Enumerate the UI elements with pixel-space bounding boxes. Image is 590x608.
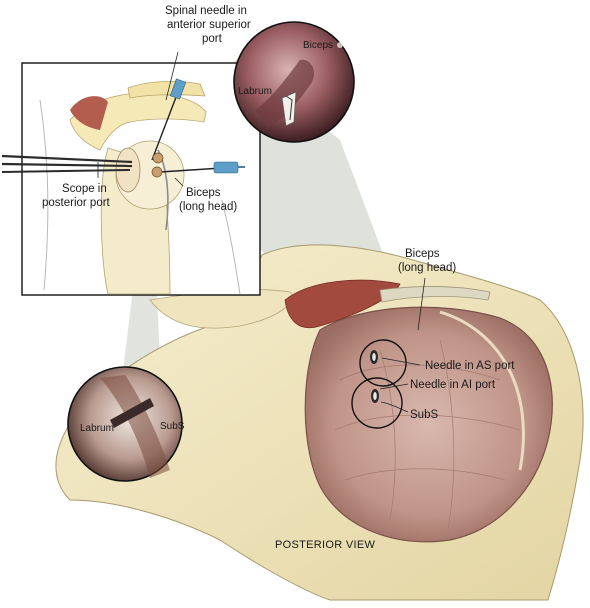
label-scope-port: Scope in posterior port [42, 183, 111, 209]
leader-subs [380, 401, 409, 413]
ai-needle-marker [371, 389, 379, 403]
label-needle-ai: Needle in AI port [410, 379, 496, 391]
label-needle-as: Needle in AS port [425, 360, 515, 372]
top-view-labrum-label: Labrum [238, 86, 272, 97]
biceps-tendon [379, 286, 491, 303]
label-spinal-needle: Spinal needle in anterior superior port [165, 5, 254, 45]
view-caption: POSTERIOR VIEW [275, 539, 375, 551]
spinal-needle-ai [159, 161, 245, 174]
label-subs-main: SubS [410, 409, 438, 421]
glenoid-fossa [304, 306, 553, 543]
arthroscopic-view-top: Biceps Labrum [233, 21, 355, 143]
as-port-circle [359, 339, 407, 387]
leader-ai-port [379, 383, 409, 390]
shoulder-bone-posterior [55, 244, 584, 601]
label-biceps-inset: Biceps (long head) [179, 187, 237, 213]
spinal-needle-as [151, 78, 187, 161]
arthroscope [1, 154, 133, 173]
leader-spinal-needle [165, 51, 179, 101]
inset-anterior-view [1, 62, 261, 296]
bottom-view-labrum-label: Labrum [80, 423, 114, 434]
arthroscopic-view-bottom: Labrum SubS [67, 366, 185, 482]
ai-port-circle [351, 377, 403, 429]
bottom-view-subs-label: SubS [160, 421, 185, 432]
label-biceps-main: Biceps (long head) [398, 248, 456, 274]
leader-biceps-main [417, 277, 426, 331]
as-needle-marker [370, 350, 378, 364]
top-view-biceps-label: Biceps [303, 40, 333, 51]
leader-as-port [381, 357, 421, 366]
